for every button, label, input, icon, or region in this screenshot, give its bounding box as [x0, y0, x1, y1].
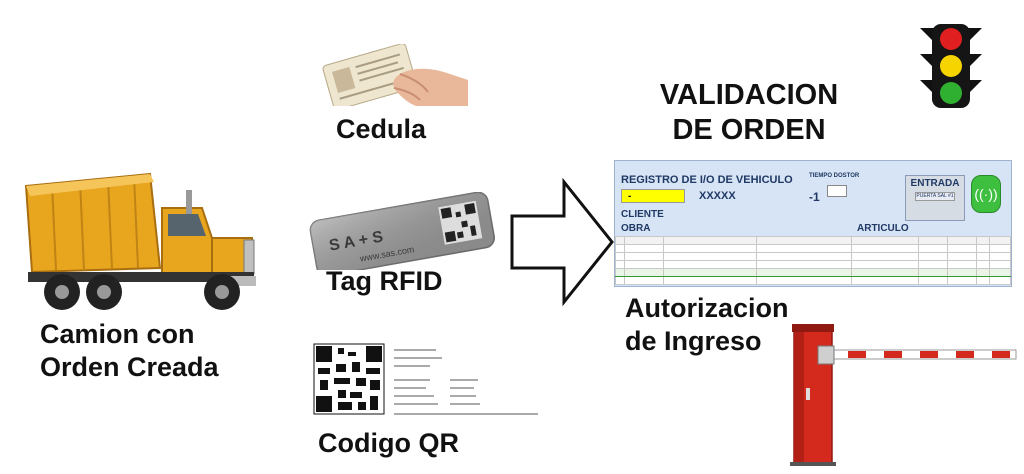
plate-value: XXXXX	[699, 190, 736, 202]
truck-icon	[24, 172, 256, 310]
screen-title: REGISTRO DE I/O DE VEHICULO	[621, 174, 793, 186]
arrow-right-icon	[510, 178, 614, 306]
validacion-label: VALIDACION DE ORDEN	[655, 78, 843, 148]
autorizacion-line1: Autorizacion	[625, 293, 789, 323]
autorizacion-label: Autorizacion de Ingreso	[625, 292, 789, 358]
orders-table	[615, 236, 1011, 285]
id-card-hand-icon	[322, 44, 468, 106]
signal-icon[interactable]: ((·))	[971, 175, 1001, 213]
table-row[interactable]	[615, 260, 1011, 269]
entrada-box[interactable]: ENTRADA PUERTA SAL #1	[905, 175, 965, 221]
truck-label: Camion con Orden Creada	[40, 318, 219, 384]
rfid-label: Tag RFID	[326, 266, 443, 296]
table-row[interactable]	[615, 268, 1011, 277]
table-row	[615, 236, 1011, 245]
table-row[interactable]	[615, 276, 1011, 285]
autorizacion-line2: de Ingreso	[625, 326, 762, 356]
rfid-card-icon: S A + S www.sas.com	[309, 192, 496, 270]
puerta-button[interactable]: PUERTA SAL #1	[915, 192, 955, 201]
cedula-label: Cedula	[336, 114, 427, 144]
barrier-gate-icon	[790, 324, 1017, 466]
yellow-field[interactable]: -	[621, 189, 685, 203]
entrada-label: ENTRADA	[910, 178, 960, 189]
truck-label-line2: Orden Creada	[40, 352, 219, 382]
table-row[interactable]	[615, 244, 1011, 253]
articulo-label: ARTICULO	[857, 223, 909, 234]
system-screenshot: REGISTRO DE I/O DE VEHICULO TIEMPO DOSTO…	[614, 160, 1012, 287]
qr-ticket-icon	[310, 338, 546, 424]
truck-label-line1: Camion con	[40, 319, 195, 349]
table-row[interactable]	[615, 252, 1011, 261]
tiempo-label: TIEMPO DOSTOR	[809, 173, 860, 179]
obra-label: OBRA	[621, 223, 651, 234]
traffic-light-icon	[920, 24, 982, 108]
cliente-label: CLIENTE	[621, 209, 664, 220]
tiempo-value: -1	[809, 190, 820, 204]
validacion-line1: VALIDACION	[659, 79, 839, 111]
validacion-line2: DE ORDEN	[672, 114, 826, 146]
qr-label: Codigo QR	[318, 428, 459, 458]
tiempo-spinner[interactable]	[827, 185, 847, 197]
